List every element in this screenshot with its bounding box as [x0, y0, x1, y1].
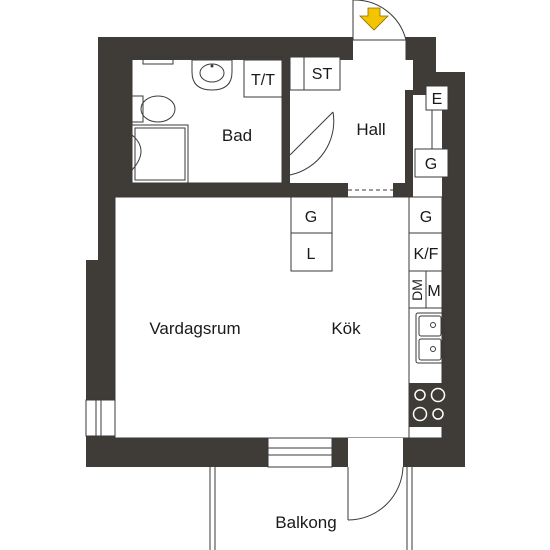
- g-hall-box: G: [414, 148, 449, 178]
- dm-label: DM: [409, 279, 425, 301]
- st-box: ST: [289, 56, 341, 91]
- kf-label: K/F: [414, 246, 439, 263]
- kf-box: K/F: [408, 232, 443, 272]
- g-kok-left-box: G: [290, 196, 333, 234]
- m-label: M: [427, 283, 440, 300]
- bathroom-door: [289, 111, 335, 176]
- m-box: M: [425, 270, 443, 309]
- dm-box: DM: [408, 270, 427, 309]
- left-window: [85, 399, 116, 437]
- entrance-door: [352, 0, 407, 60]
- living-kitchen-outline: [114, 196, 443, 439]
- room-balkong-label: Balkong: [275, 513, 336, 532]
- entrance-arrow-icon: [359, 7, 389, 31]
- stove-icon: [409, 383, 447, 427]
- bath-top-vent: [142, 57, 174, 65]
- e-label: E: [432, 91, 443, 108]
- shower-icon: [131, 124, 189, 184]
- kitchen-sink-icon: [415, 312, 445, 364]
- balcony: [209, 467, 413, 550]
- g-hall-label: G: [425, 156, 437, 173]
- room-bad-label: Bad: [222, 126, 252, 145]
- toilet-icon: [131, 95, 176, 123]
- tt-label: T/T: [251, 72, 275, 89]
- e-box: E: [425, 85, 449, 111]
- tt-box: T/T: [243, 59, 283, 98]
- st-label: ST: [312, 66, 333, 83]
- room-hall-label: Hall: [356, 120, 385, 139]
- bottom-window: [267, 437, 333, 468]
- g-kok-left-label: G: [305, 209, 317, 226]
- l-box: L: [290, 232, 333, 272]
- balcony-door: [347, 438, 404, 521]
- walls: [86, 37, 465, 467]
- room-kok-label: Kök: [331, 319, 361, 338]
- g-kok-right-box: G: [408, 196, 443, 234]
- l-label: L: [307, 246, 316, 263]
- sink-icon: [191, 59, 233, 91]
- room-vardagsrum-label: Vardagsrum: [149, 319, 240, 338]
- g-kok-right-label: G: [420, 209, 432, 226]
